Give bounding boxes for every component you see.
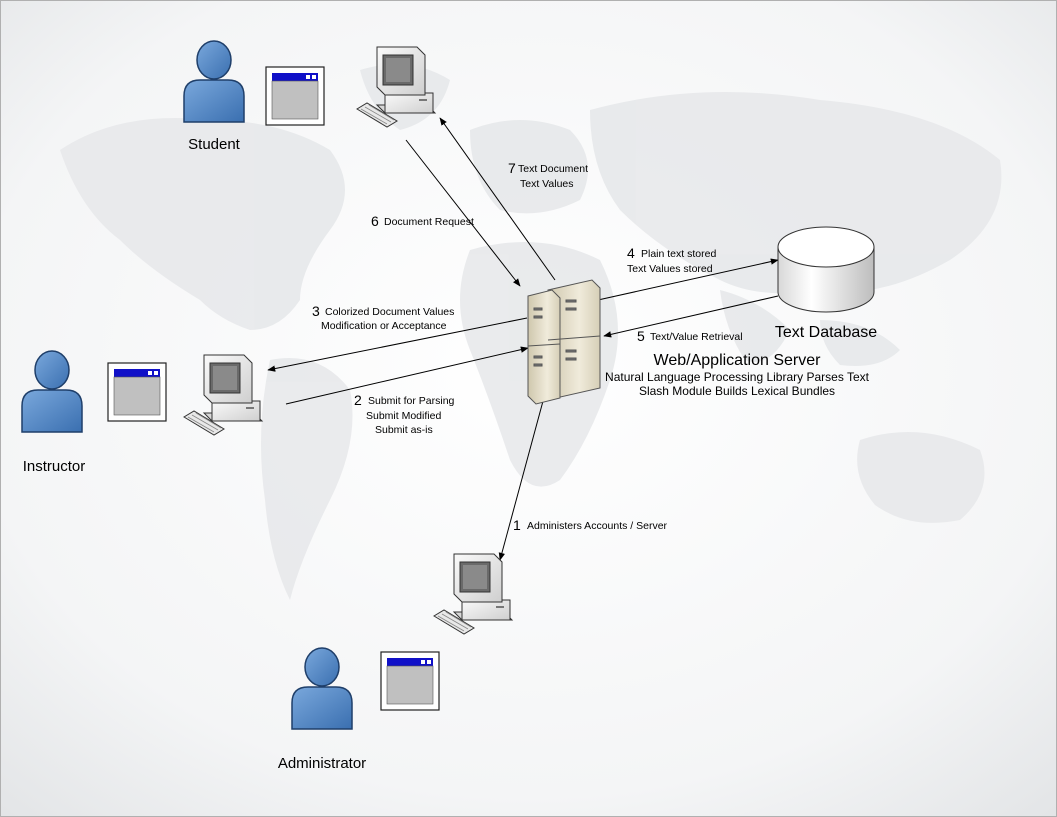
database-icon: [777, 226, 875, 313]
flow-4-line1: Plain text stored: [641, 248, 716, 260]
flow-6-line1: Document Request: [384, 216, 474, 228]
arrow-plain-text-stored: [597, 258, 779, 301]
flow-7-label: 7 Text Document Text Values: [508, 160, 588, 190]
instructor-window-icon: [107, 362, 167, 422]
administrator-window-icon: [380, 651, 440, 711]
student-window-icon: [265, 66, 325, 126]
flow-2-number: 2: [354, 392, 362, 408]
flow-5-label: 5 Text/Value Retrieval: [637, 328, 743, 344]
flow-6-number: 6: [371, 213, 379, 229]
student-group: Student: [183, 40, 436, 153]
arrow-document-request: [405, 139, 521, 287]
arrow-submit-for-parsing: [285, 346, 529, 405]
flow-7-number: 7: [508, 160, 516, 176]
flow-4-number: 4: [627, 245, 635, 261]
server-title: Web/Application Server: [654, 352, 822, 369]
arrow-text-document: [439, 117, 556, 281]
flow-5-line1: Text/Value Retrieval: [650, 331, 743, 343]
flow-2-line1: Submit for Parsing: [368, 395, 455, 407]
flow-3-line1: Colorized Document Values: [325, 306, 454, 318]
flow-5-number: 5: [637, 328, 645, 344]
server-icon: [527, 279, 601, 405]
flow-3-label: 3 Colorized Document Values Modification…: [312, 303, 454, 332]
student-label: Student: [188, 136, 241, 153]
instructor-group: Instructor: [21, 350, 263, 475]
administrator-label: Administrator: [278, 755, 366, 772]
flow-2-line3: Submit as-is: [375, 424, 433, 436]
database-label: Text Database: [775, 324, 877, 341]
flow-3-number: 3: [312, 303, 320, 319]
server-description-line1: Natural Language Processing Library Pars…: [605, 370, 870, 384]
instructor-label: Instructor: [23, 458, 86, 475]
arrow-administers: [498, 389, 548, 561]
flow-2-line2: Submit Modified: [366, 410, 441, 422]
flow-6-label: 6 Document Request: [371, 213, 474, 229]
flow-4-label: 4 Plain text stored Text Values stored: [627, 245, 716, 275]
arrow-text-value-retrieval: [603, 295, 779, 338]
flow-7-line2: Text Values: [520, 178, 574, 190]
connectors: [267, 117, 779, 561]
flow-4-line2: Text Values stored: [627, 263, 713, 275]
flow-7-line1: Text Document: [518, 163, 588, 175]
flow-1-label: 1 Administers Accounts / Server: [513, 517, 668, 533]
arrow-colorized-document: [267, 317, 528, 372]
flow-2-label: 2 Submit for Parsing Submit Modified Sub…: [354, 392, 455, 436]
flow-3-line2: Modification or Acceptance: [321, 320, 447, 332]
flow-1-line1: Administers Accounts / Server: [527, 520, 668, 532]
administrator-group: Administrator: [278, 553, 513, 772]
flow-1-number: 1: [513, 517, 521, 533]
server-description-line2: Slash Module Builds Lexical Bundles: [639, 384, 835, 398]
